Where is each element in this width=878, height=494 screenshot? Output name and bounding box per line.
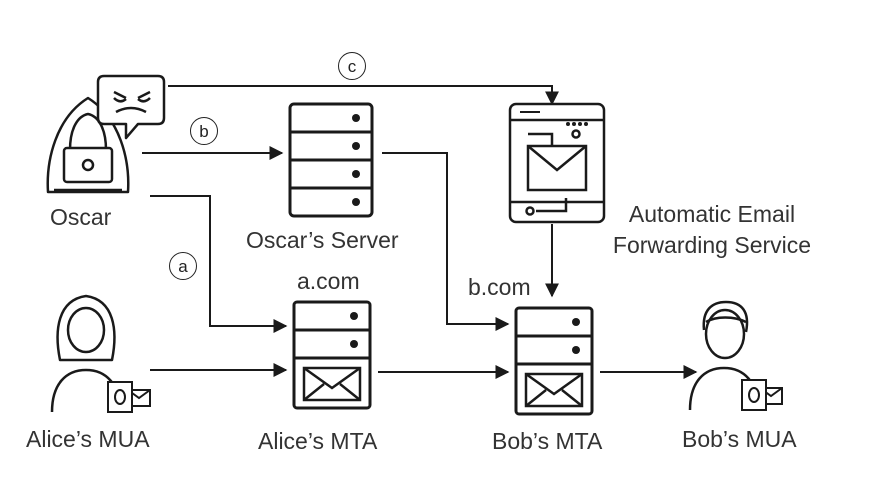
outlook-icon <box>107 381 151 413</box>
angry-speech-bubble-icon <box>96 74 166 140</box>
forwarding-service-label-line1: Automatic Email <box>628 201 796 227</box>
bob-mua-label: Bob’s MUA <box>682 426 797 452</box>
oscar-label: Oscar <box>50 204 112 230</box>
path-a-arrow <box>150 195 288 333</box>
alice-mua-label: Alice’s MUA <box>26 426 150 452</box>
alice-mta-label: Alice’s MTA <box>258 428 378 454</box>
step-a-badge: a <box>169 252 197 280</box>
step-b-badge: b <box>190 117 218 145</box>
mail-server-icon <box>514 306 594 416</box>
outlook-icon <box>741 379 783 411</box>
alice-domain-label: a.com <box>297 268 360 294</box>
mail-server-icon <box>292 300 372 410</box>
oscar-server-label: Oscar’s Server <box>246 227 399 253</box>
server-to-bob-mta-arrow <box>382 152 510 331</box>
step-c-badge: c <box>338 52 366 80</box>
hacker-icon <box>46 96 130 194</box>
woman-user-icon <box>50 294 122 413</box>
path-c-arrow <box>168 85 559 106</box>
server-icon <box>288 102 374 218</box>
bob-mta-label: Bob’s MTA <box>492 428 603 454</box>
bob-domain-label: b.com <box>468 274 531 300</box>
phone-mail-app-icon <box>508 102 606 224</box>
forwarding-service-label-line2: Forwarding Service <box>612 232 812 258</box>
connections <box>142 85 698 379</box>
